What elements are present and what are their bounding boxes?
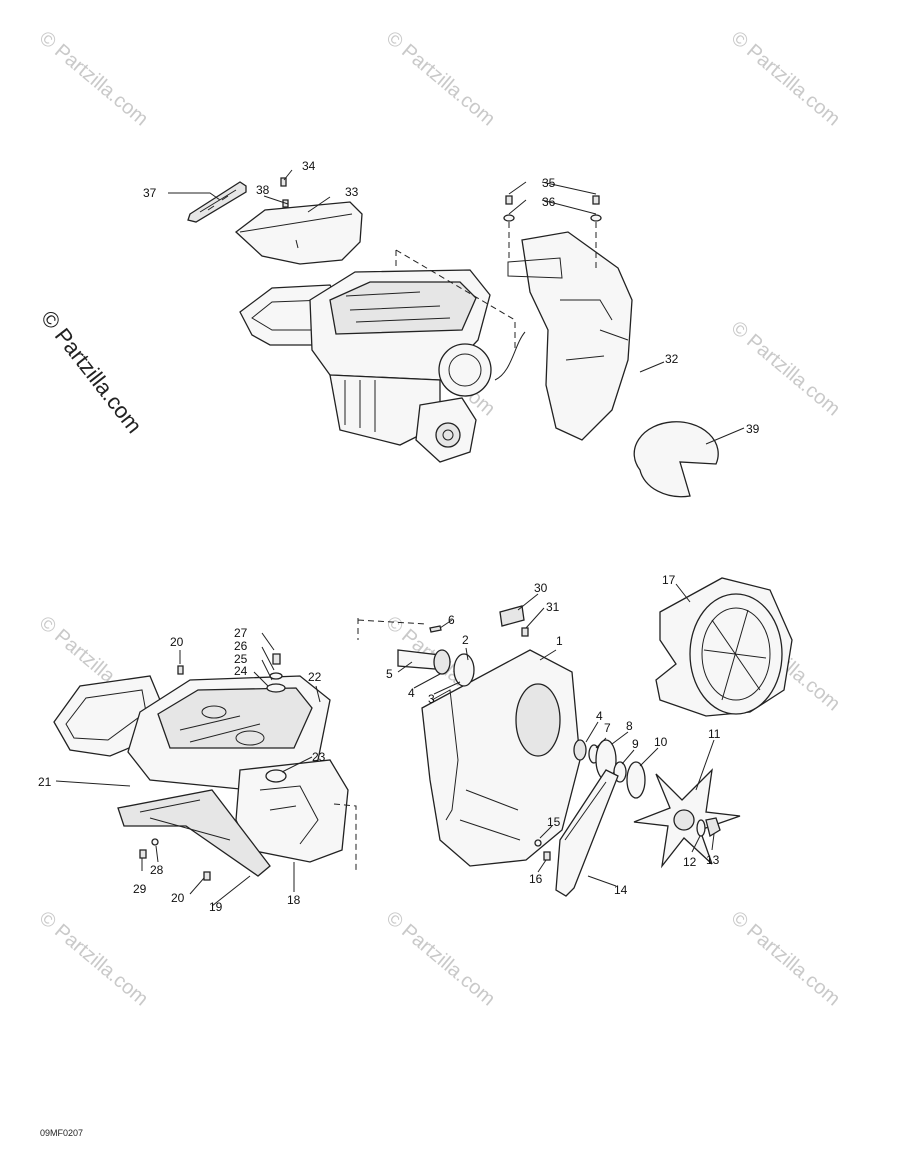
part-13-nut[interactable] (705, 817, 721, 838)
part-22-air-intake[interactable] (53, 675, 331, 791)
callout-27[interactable]: 27 (234, 626, 248, 640)
part-15-16-fasteners[interactable] (534, 839, 551, 861)
watermark-side: © Partzilla.com (36, 306, 147, 438)
callout-2[interactable]: 2 (462, 633, 469, 647)
callout-35[interactable]: 35 (542, 176, 556, 190)
part-37-bracket[interactable] (187, 181, 247, 223)
callout-39[interactable]: 39 (746, 422, 760, 436)
routing-wire (494, 331, 526, 381)
part-31-screw[interactable] (521, 627, 529, 637)
callout-31[interactable]: 31 (546, 600, 560, 614)
part-19-bracket[interactable] (117, 789, 271, 877)
callout-28[interactable]: 28 (150, 863, 164, 877)
callout-29[interactable]: 29 (133, 882, 147, 896)
callout-37[interactable]: 37 (143, 186, 157, 200)
watermark-tile: © Partzilla.com (35, 27, 152, 130)
part-3-pulley[interactable] (453, 653, 475, 687)
part-10-pulley-half[interactable] (626, 761, 646, 799)
callout-14[interactable]: 14 (614, 883, 628, 897)
callout-7[interactable]: 7 (604, 721, 611, 735)
callout-32[interactable]: 32 (665, 352, 679, 366)
watermark-tile: © Partzilla.com (35, 907, 152, 1010)
callout-8[interactable]: 8 (626, 719, 633, 733)
alignment-line-top (395, 249, 516, 348)
callout-4-lower[interactable]: 4 (596, 709, 603, 723)
callout-38[interactable]: 38 (256, 183, 270, 197)
leader-lines (55, 169, 745, 907)
part-30-clip[interactable] (499, 605, 525, 627)
watermark-tile: © Partzilla.com (727, 27, 844, 130)
callout-30[interactable]: 30 (534, 581, 548, 595)
callout-15[interactable]: 15 (547, 815, 561, 829)
watermark-tile: © Partzilla.com (382, 907, 499, 1010)
callout-3[interactable]: 3 (428, 692, 435, 706)
callout-6[interactable]: 6 (448, 613, 455, 627)
callout-4-upper[interactable]: 4 (408, 686, 415, 700)
part-18-muffler[interactable] (235, 759, 349, 863)
callout-22[interactable]: 22 (308, 670, 322, 684)
part-32-cover[interactable] (507, 231, 633, 441)
callout-13[interactable]: 13 (706, 853, 720, 867)
part-34-screw[interactable] (280, 177, 287, 187)
part-35-screw-right[interactable] (592, 195, 600, 205)
alignment-line-muffler (333, 803, 357, 872)
callout-21[interactable]: 21 (38, 775, 52, 789)
part-33-lid[interactable] (234, 201, 363, 265)
callout-17[interactable]: 17 (662, 573, 676, 587)
callout-10[interactable]: 10 (654, 735, 668, 749)
callout-34[interactable]: 34 (302, 159, 316, 173)
watermark-tile: © Partzilla.com (727, 317, 844, 420)
callout-16[interactable]: 16 (529, 872, 543, 886)
part-35-screw-left[interactable] (505, 195, 513, 205)
callout-25[interactable]: 25 (234, 652, 248, 666)
part-23-grommet[interactable] (265, 769, 287, 783)
part-14-belt[interactable] (555, 769, 619, 897)
callout-5[interactable]: 5 (386, 667, 393, 681)
callout-19[interactable]: 19 (209, 900, 223, 914)
part-36-washer-left[interactable] (503, 214, 515, 222)
part-36-washer-right[interactable] (590, 214, 602, 222)
alignment-line-housing (357, 618, 427, 640)
callout-11[interactable]: 11 (708, 727, 721, 741)
callout-9[interactable]: 9 (632, 737, 639, 751)
callout-12[interactable]: 12 (683, 855, 697, 869)
part-6-key[interactable] (429, 625, 442, 633)
fasteners-left[interactable] (139, 653, 286, 881)
callout-20-top[interactable]: 20 (170, 635, 184, 649)
callout-23[interactable]: 23 (312, 750, 326, 764)
callout-26[interactable]: 26 (234, 639, 248, 653)
callout-36[interactable]: 36 (542, 195, 556, 209)
watermark-tile: © Partzilla.com (727, 907, 844, 1010)
part-12-washer[interactable] (696, 819, 706, 837)
part-39-gasket[interactable] (633, 421, 719, 498)
callout-24[interactable]: 24 (234, 664, 248, 678)
part-17-fan-housing[interactable] (655, 577, 793, 717)
screw-axis-35 (508, 222, 597, 272)
diagram-code: 09MF0207 (40, 1128, 84, 1138)
callout-33[interactable]: 33 (345, 185, 359, 199)
watermark-tile: © Partzilla.com (382, 27, 499, 130)
part-4-bearing-upper[interactable] (433, 649, 451, 675)
part-1-housing[interactable] (421, 649, 581, 867)
engine-assembly-top[interactable] (239, 269, 492, 463)
callout-20-bottom[interactable]: 20 (171, 891, 185, 905)
callout-labels: 1 2 3 4 4 5 6 7 8 9 10 11 12 13 14 15 16… (38, 159, 760, 914)
callout-1[interactable]: 1 (556, 634, 563, 648)
callout-18[interactable]: 18 (287, 893, 301, 907)
part-4-bearing-lower[interactable] (573, 739, 587, 761)
part-11-fan[interactable] (633, 768, 741, 869)
